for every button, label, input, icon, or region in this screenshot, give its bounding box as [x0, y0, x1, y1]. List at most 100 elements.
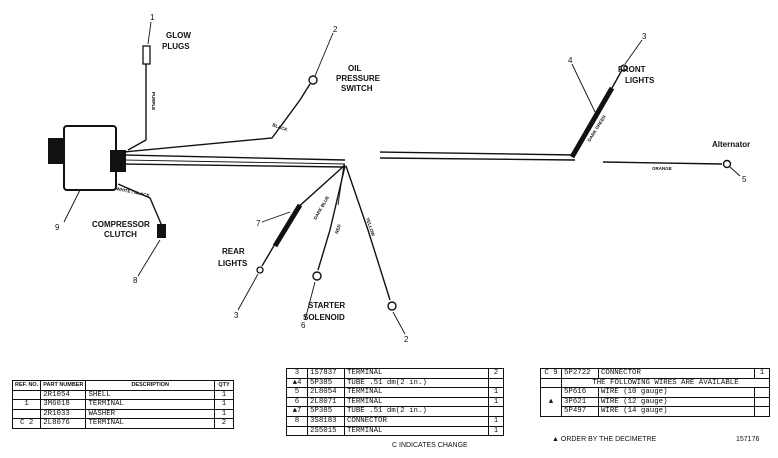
cell-qty: 1	[488, 425, 504, 437]
wire-label-purple: PURPLE	[151, 92, 156, 110]
cell-ref: 6	[286, 396, 308, 408]
cell-part: 2L8071	[307, 396, 345, 408]
cell-part: 2R1054	[40, 389, 87, 401]
wire-label-dark-blue: DARK BLUE	[313, 195, 331, 220]
alternator-wire	[602, 161, 723, 165]
front-lights-lead	[611, 69, 623, 89]
table-row: 1 3M6018 TERMINAL 1	[11, 399, 234, 410]
cell-ref: 1	[11, 399, 42, 410]
leader-8	[137, 239, 161, 277]
cell-ref	[286, 425, 308, 437]
cell-qty	[488, 406, 504, 417]
table-row: C 2 2L8076 TERMINAL 2	[11, 418, 234, 429]
oil-label-2: PRESSURE	[336, 74, 381, 83]
rear-lights-label-2: LIGHTS	[218, 259, 248, 268]
leader-7	[261, 211, 291, 223]
cell-part: 2L8076	[40, 418, 87, 429]
change-note: C INDICATES CHANGE	[392, 442, 468, 449]
glow-plugs-label-1: GLOW	[166, 31, 191, 40]
front-lights-label-2: LIGHTS	[625, 76, 655, 85]
callout-2-starter: 2	[404, 335, 409, 344]
col-header-part: PART NUMBER	[40, 380, 87, 391]
cell-part: 3P621	[561, 396, 599, 408]
cell-ref: 3	[286, 368, 308, 379]
table-row: ▲4 5P385 TUBE .51 dm(2 in.)	[286, 377, 504, 389]
starter-solenoid-terminal	[312, 271, 322, 281]
cell-desc: TUBE .51 dm(2 in.)	[344, 377, 489, 389]
cell-desc: SHELL	[85, 389, 215, 401]
callout-7: 7	[256, 219, 261, 228]
compressor-label-2: CLUTCH	[104, 230, 137, 239]
rear-lights-tube	[272, 203, 303, 248]
oil-pressure-terminal	[308, 75, 318, 85]
cell-part: 2L8054	[307, 387, 345, 398]
cell-part: 5P616	[561, 387, 599, 398]
starter-solenoid-wire	[317, 165, 346, 271]
red-wire	[337, 163, 345, 206]
table-row: 2S5015 TERMINAL 1	[286, 425, 504, 437]
wire-label-white-black: WHITE / BLACK	[116, 186, 151, 198]
cell-desc: TUBE .51 dm(2 in.)	[344, 406, 489, 417]
wiring-diagram: 1 2 3 4 5 9 8 7 3 6 2 GLOW PLUGS OIL PRE…	[48, 13, 750, 344]
table-row: THE FOLLOWING WIRES ARE AVAILABLE	[540, 377, 770, 389]
decimetre-note: ▲ ORDER BY THE DECIMETRE	[552, 436, 657, 443]
cell-desc: WIRE (12 gauge)	[598, 396, 755, 408]
leader-2-oil	[314, 32, 334, 77]
table-header-row: REF. NO. PART NUMBER DESCRIPTION QTY	[11, 380, 234, 391]
callout-3-rear: 3	[234, 311, 239, 320]
table-row: 8 3S8183 CONNECTOR 1	[286, 415, 504, 427]
table-row: 3 1S7837 TERMINAL 2	[286, 368, 504, 379]
cell-qty: 2	[214, 418, 234, 429]
cell-qty: 1	[488, 396, 504, 408]
cell-ref: C 9	[540, 368, 562, 379]
cell-ref	[11, 389, 42, 401]
glow-plugs-wire	[127, 64, 147, 151]
alternator-terminal	[722, 159, 732, 169]
table-row: ▲7 5P385 TUBE .51 dm(2 in.)	[286, 406, 504, 417]
rear-lights-label-1: REAR	[222, 247, 245, 256]
col-header-desc: DESCRIPTION	[85, 380, 215, 391]
parts-table-3: C 9 5P2722 CONNECTOR 1 THE FOLLOWING WIR…	[540, 368, 770, 417]
figure-number: 157176	[736, 436, 760, 443]
cell-part: 3S8183	[307, 415, 345, 427]
cell-qty: 1	[754, 368, 770, 379]
wires-subheading: THE FOLLOWING WIRES ARE AVAILABLE	[561, 377, 770, 389]
cell-qty: 1	[488, 415, 504, 427]
callout-8: 8	[133, 276, 138, 285]
cell-qty	[488, 377, 504, 389]
table-row: 6 2L8071 TERMINAL 1	[286, 396, 504, 408]
table-row: 5 2L8054 TERMINAL 1	[286, 387, 504, 398]
col-header-ref: REF. NO.	[11, 380, 42, 391]
cell-desc: TERMINAL	[344, 425, 489, 437]
compressor-clutch-connector	[157, 224, 166, 238]
front-lights-label-1: FRONT	[618, 65, 646, 74]
harness-connector	[63, 125, 117, 191]
oil-pressure-wire	[123, 83, 311, 153]
wire-order-mark: ▲	[540, 387, 562, 417]
wire-label-red: RED	[334, 223, 342, 234]
callout-6: 6	[301, 321, 306, 330]
starter-label-1: STARTER	[308, 301, 345, 310]
front-wire-lower	[379, 157, 576, 161]
table-row: 3P621 WIRE (12 gauge)	[541, 396, 770, 408]
callout-3-front: 3	[642, 32, 647, 41]
callout-1: 1	[150, 13, 155, 22]
table-row: 5P497 WIRE (14 gauge)	[541, 406, 770, 417]
compressor-label-1: COMPRESSOR	[92, 220, 150, 229]
cell-ref: 8	[286, 415, 308, 427]
callout-5: 5	[742, 175, 747, 184]
cell-desc: CONNECTOR	[344, 415, 489, 427]
table-row: ▲ 5P616 WIRE (10 gauge)	[540, 387, 770, 417]
cell-desc: WIRE (10 gauge)	[598, 387, 755, 398]
cell-qty: 1	[214, 408, 234, 420]
callout-2-oil: 2	[333, 25, 338, 34]
cell-ref: 5	[286, 387, 308, 398]
table-row: 2R1033 WASHER 1	[11, 408, 234, 420]
rear-lights-terminal	[256, 266, 264, 274]
leader-1	[147, 21, 152, 45]
cell-desc: WASHER	[85, 408, 215, 420]
cell-qty: 1	[488, 387, 504, 398]
cell-part: 5P497	[561, 406, 599, 417]
callout-9: 9	[55, 223, 60, 232]
table-row: 2R1054 SHELL 1	[11, 389, 234, 401]
